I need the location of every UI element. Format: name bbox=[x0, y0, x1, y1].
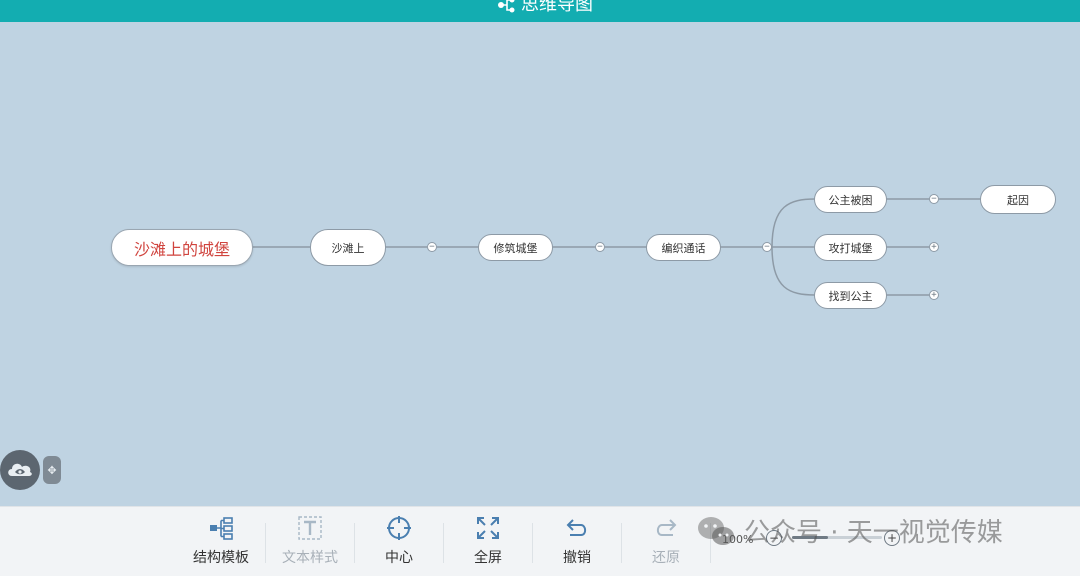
text-style-label: 文本样式 bbox=[282, 550, 338, 566]
collapse-toggle[interactable]: − bbox=[427, 242, 437, 252]
zoom-in-button[interactable]: + bbox=[884, 530, 900, 546]
node-weave-story[interactable]: 编织通话 bbox=[646, 234, 721, 261]
text-style-icon bbox=[298, 516, 322, 540]
fullscreen-button[interactable]: 全屏 bbox=[453, 513, 523, 571]
undo-label: 撤销 bbox=[563, 550, 591, 566]
text-style-button[interactable]: 文本样式 bbox=[275, 513, 345, 571]
node-find-princess[interactable]: 找到公主 bbox=[814, 282, 887, 309]
app-title: 思维导图 bbox=[497, 0, 593, 16]
toolbar-divider bbox=[265, 523, 266, 563]
structure-icon bbox=[210, 517, 233, 540]
toolbar-divider bbox=[710, 523, 711, 563]
center-label: 中心 bbox=[385, 550, 413, 566]
expand-toggle[interactable]: + bbox=[929, 242, 939, 252]
node-cause[interactable]: 起因 bbox=[980, 185, 1056, 214]
node-build-castle[interactable]: 修筑城堡 bbox=[478, 234, 553, 261]
zoom-out-button[interactable]: − bbox=[766, 530, 782, 546]
toolbar-divider bbox=[443, 523, 444, 563]
collapse-toggle[interactable]: − bbox=[762, 242, 772, 252]
bottom-toolbar: 结构模板 文本样式 中心 bbox=[0, 506, 1080, 576]
structure-template-label: 结构模板 bbox=[193, 550, 249, 566]
node-shatan[interactable]: 沙滩上 bbox=[310, 229, 386, 266]
fullscreen-icon bbox=[477, 517, 499, 539]
node-princess-trapped[interactable]: 公主被困 bbox=[814, 186, 887, 213]
toolbar-divider bbox=[532, 523, 533, 563]
drag-handle[interactable]: ✥ bbox=[43, 456, 61, 484]
node-attack-castle[interactable]: 攻打城堡 bbox=[814, 234, 887, 261]
watermark: 公众号 · 天一视觉传媒 bbox=[696, 512, 1003, 549]
top-bar: 思维导图 bbox=[0, 0, 1080, 22]
zoom-slider-fill bbox=[792, 536, 828, 539]
plus-icon: + bbox=[886, 531, 898, 545]
undo-icon bbox=[566, 519, 587, 536]
structure-template-button[interactable]: 结构模板 bbox=[186, 513, 256, 571]
app-title-text: 思维导图 bbox=[521, 0, 593, 15]
minus-icon: − bbox=[768, 531, 780, 545]
collapse-toggle[interactable]: − bbox=[595, 242, 605, 252]
move-icon: ✥ bbox=[47, 463, 57, 477]
cloud-eye-icon bbox=[8, 463, 32, 476]
redo-label: 还原 bbox=[652, 550, 680, 566]
toolbar-divider bbox=[621, 523, 622, 563]
redo-icon bbox=[656, 519, 677, 536]
root-node[interactable]: 沙滩上的城堡 bbox=[111, 229, 253, 266]
toolbar-divider bbox=[354, 523, 355, 563]
center-button[interactable]: 中心 bbox=[364, 513, 434, 571]
collapse-toggle[interactable]: − bbox=[929, 194, 939, 204]
zoom-slider-track[interactable] bbox=[792, 536, 882, 539]
expand-toggle[interactable]: + bbox=[929, 290, 939, 300]
fullscreen-label: 全屏 bbox=[474, 550, 502, 566]
floating-assistant-button[interactable] bbox=[0, 450, 40, 490]
wechat-logo-icon bbox=[698, 516, 734, 545]
mindmap-icon bbox=[498, 0, 515, 13]
watermark-text: 公众号 · 天一视觉传媒 bbox=[744, 518, 1003, 548]
crosshair-icon bbox=[387, 516, 411, 540]
undo-button[interactable]: 撤销 bbox=[542, 513, 612, 571]
redo-button[interactable]: 还原 bbox=[631, 513, 701, 571]
